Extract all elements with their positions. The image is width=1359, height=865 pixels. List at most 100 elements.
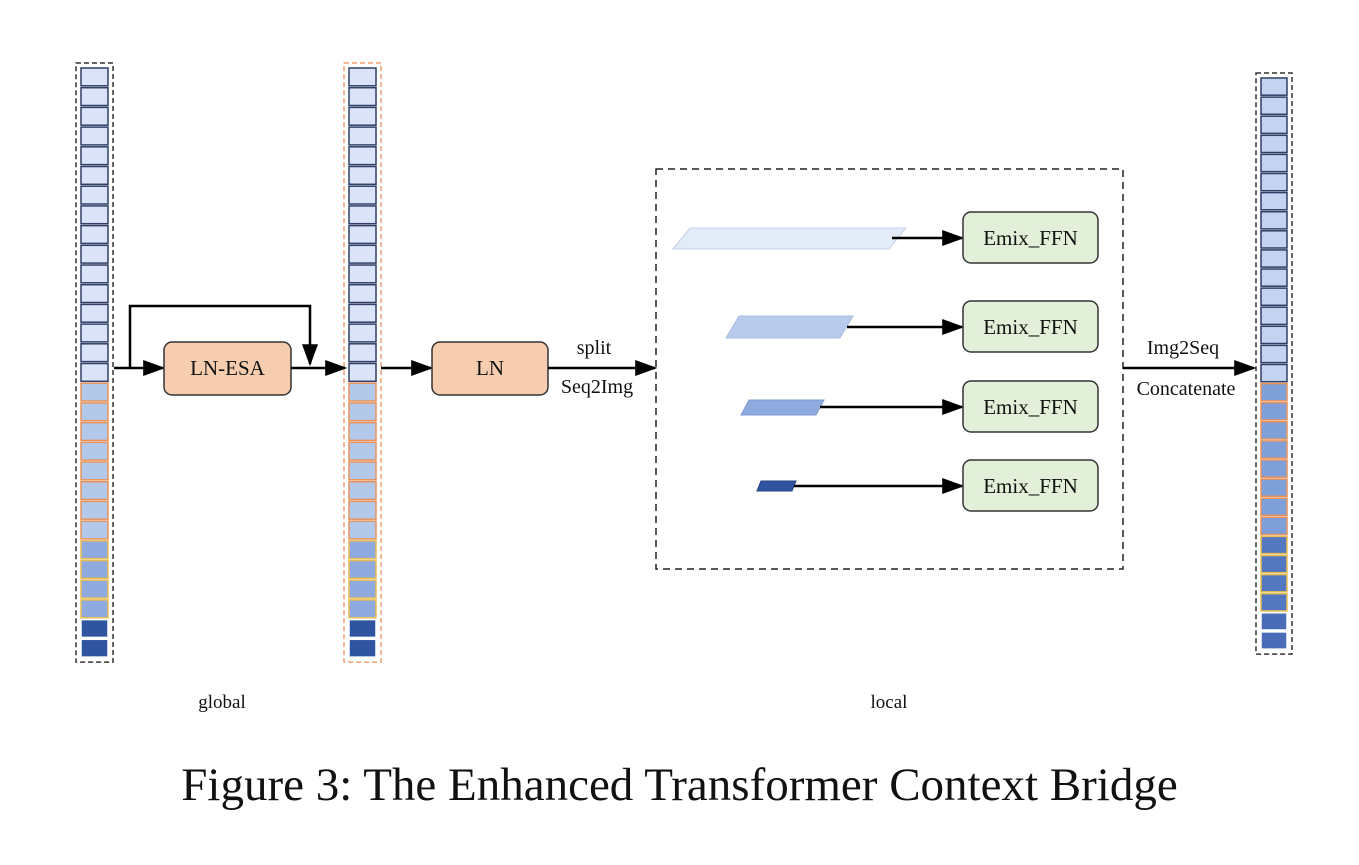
- token-cell: [348, 323, 377, 343]
- token-cell: [1260, 401, 1288, 421]
- token-cell: [348, 185, 377, 205]
- token-cell: [1260, 478, 1288, 498]
- concatenate-label: Concatenate: [1137, 378, 1236, 400]
- token-cell: [348, 303, 377, 323]
- token-cell: [348, 264, 377, 284]
- token-cell: [1260, 554, 1288, 574]
- token-cell: [1260, 96, 1288, 116]
- token-cell: [80, 618, 109, 639]
- token-cell: [80, 599, 109, 619]
- token-cell: [348, 67, 377, 87]
- token-cell: [80, 461, 109, 481]
- ln-label: LN: [476, 356, 504, 380]
- emix-ffn-label: Emix_FFN: [983, 474, 1078, 498]
- token-cell: [1260, 382, 1288, 402]
- emix-ffn-label: Emix_FFN: [983, 226, 1078, 250]
- token-cell: [80, 67, 109, 87]
- token-cell: [348, 638, 377, 658]
- token-cell: [1260, 249, 1288, 268]
- token-cell: [80, 480, 109, 501]
- token-cell: [1260, 153, 1288, 173]
- token-cell: [80, 579, 109, 599]
- token-cell: [1260, 134, 1288, 154]
- token-cell: [1260, 421, 1288, 440]
- feature-map-3: [740, 399, 825, 416]
- token-cell: [348, 106, 377, 126]
- local-section-label: local: [871, 692, 908, 713]
- token-cell: [348, 461, 377, 481]
- token-cell: [348, 86, 377, 107]
- token-cell: [80, 224, 109, 245]
- token-cell: [1260, 77, 1288, 96]
- token-cell: [80, 185, 109, 205]
- feature-map-1: [671, 227, 908, 250]
- token-cell: [1260, 287, 1288, 307]
- token-cell: [1260, 497, 1288, 517]
- global-input-token-column: [75, 62, 114, 663]
- token-cell: [80, 205, 109, 225]
- token-cell: [80, 559, 109, 580]
- token-cell: [348, 283, 377, 304]
- token-cell: [348, 618, 377, 639]
- token-cell: [80, 244, 109, 264]
- token-cell: [348, 579, 377, 599]
- token-cell: [348, 362, 377, 383]
- feature-map-2: [725, 315, 854, 339]
- token-cell: [1260, 631, 1288, 650]
- token-cell: [1260, 325, 1288, 345]
- token-column-frame: [75, 62, 114, 663]
- token-cell: [80, 402, 109, 422]
- token-cell: [1260, 230, 1288, 249]
- token-cell: [80, 283, 109, 304]
- feature-map-4: [756, 480, 797, 492]
- token-cell: [80, 421, 109, 442]
- token-cell: [80, 540, 109, 560]
- token-cell: [1260, 440, 1288, 459]
- token-cell: [80, 106, 109, 126]
- token-cell: [348, 480, 377, 501]
- token-cell: [80, 362, 109, 383]
- token-cell: [1260, 363, 1288, 383]
- token-cell: [80, 126, 109, 146]
- token-cell: [1260, 592, 1288, 612]
- token-cell: [1260, 210, 1288, 230]
- split-label: split: [577, 337, 612, 359]
- token-cell: [80, 382, 109, 402]
- token-cell: [80, 520, 109, 540]
- token-cell: [348, 500, 377, 520]
- img2seq-label: Img2Seq: [1147, 337, 1219, 359]
- seq2img-label: Seq2Img: [561, 376, 633, 398]
- final-output-token-column: [1255, 72, 1293, 655]
- token-cell: [80, 86, 109, 107]
- token-cell: [80, 264, 109, 284]
- token-cell: [348, 343, 377, 363]
- token-cell: [348, 126, 377, 146]
- residual-skip-connection: [128, 304, 318, 368]
- emix-ffn-block-1: Emix_FFN: [962, 211, 1099, 264]
- token-cell: [80, 638, 109, 658]
- token-cell: [348, 559, 377, 580]
- token-cell: [1260, 612, 1288, 631]
- token-cell: [80, 500, 109, 520]
- token-cell: [348, 224, 377, 245]
- token-cell: [1260, 268, 1288, 287]
- token-cell: [348, 441, 377, 461]
- token-cell: [348, 540, 377, 560]
- token-cell: [348, 165, 377, 186]
- token-cell: [80, 165, 109, 186]
- token-cell: [348, 520, 377, 540]
- token-cell: [1260, 344, 1288, 364]
- figure-caption: Figure 3: The Enhanced Transformer Conte…: [181, 759, 1178, 811]
- ln-block: LN: [431, 341, 549, 396]
- ln-esa-block: LN-ESA: [163, 341, 292, 396]
- token-cell: [1260, 306, 1288, 326]
- token-cell: [80, 343, 109, 363]
- token-cell: [1260, 535, 1288, 555]
- token-cell: [348, 599, 377, 619]
- token-column-frame: [1255, 72, 1293, 655]
- token-cell: [1260, 573, 1288, 593]
- token-cell: [348, 402, 377, 422]
- token-cell: [80, 303, 109, 323]
- token-cell: [80, 441, 109, 461]
- emix-ffn-block-4: Emix_FFN: [962, 459, 1099, 512]
